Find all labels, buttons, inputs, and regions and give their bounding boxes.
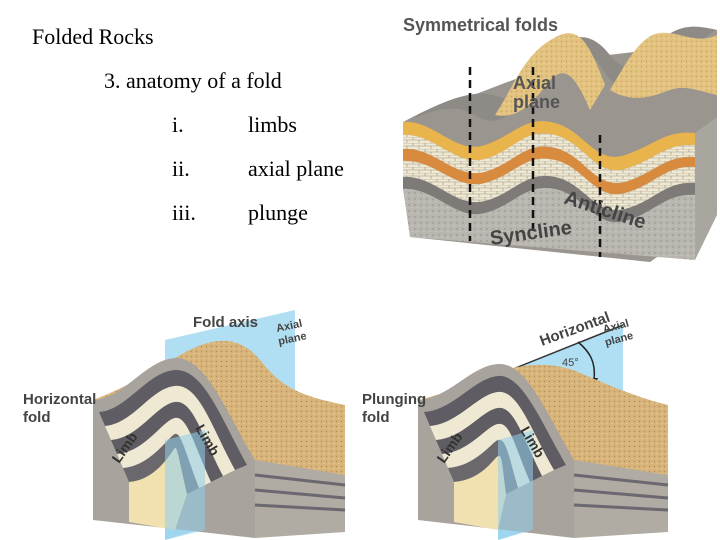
list-item-number: iii. bbox=[172, 200, 196, 225]
list-item-number: i. bbox=[172, 112, 184, 137]
fold-block bbox=[403, 26, 717, 262]
list-item-text: plunge bbox=[248, 200, 308, 225]
symmetrical-folds-diagram: Symmetrical folds Axial plane Anticline … bbox=[403, 15, 717, 262]
list-item-text: axial plane bbox=[248, 156, 344, 181]
plunge-angle-label: 45° bbox=[562, 357, 579, 369]
horizontal-fold-label-line1: Horizontal bbox=[23, 391, 96, 408]
symmetrical-title: Symmetrical folds bbox=[403, 15, 558, 35]
horizontal-fold-label-line2: fold bbox=[23, 409, 51, 426]
axial-plane-label-line2: plane bbox=[513, 92, 560, 112]
horizontal-fold-diagram: Fold axis Axial plane Horizontal fold Li… bbox=[23, 310, 346, 540]
plunging-fold-label-line1: Plunging bbox=[362, 391, 426, 408]
plunging-fold-diagram: Horizontal 45° Axial plane Plunging fold… bbox=[362, 309, 669, 540]
plunging-fold-label-line2: fold bbox=[362, 409, 390, 426]
slide-title: Folded Rocks bbox=[32, 24, 154, 49]
axial-plane-label-line1: Axial bbox=[275, 318, 303, 335]
slide-subheading: 3. anatomy of a fold bbox=[104, 68, 282, 93]
axial-plane-label-line2: plane bbox=[277, 330, 308, 348]
axial-plane-label-line1: Axial bbox=[513, 73, 556, 93]
fold-axis-label: Fold axis bbox=[193, 314, 258, 331]
list-item-number: ii. bbox=[172, 156, 190, 181]
list-item-text: limbs bbox=[248, 112, 297, 137]
